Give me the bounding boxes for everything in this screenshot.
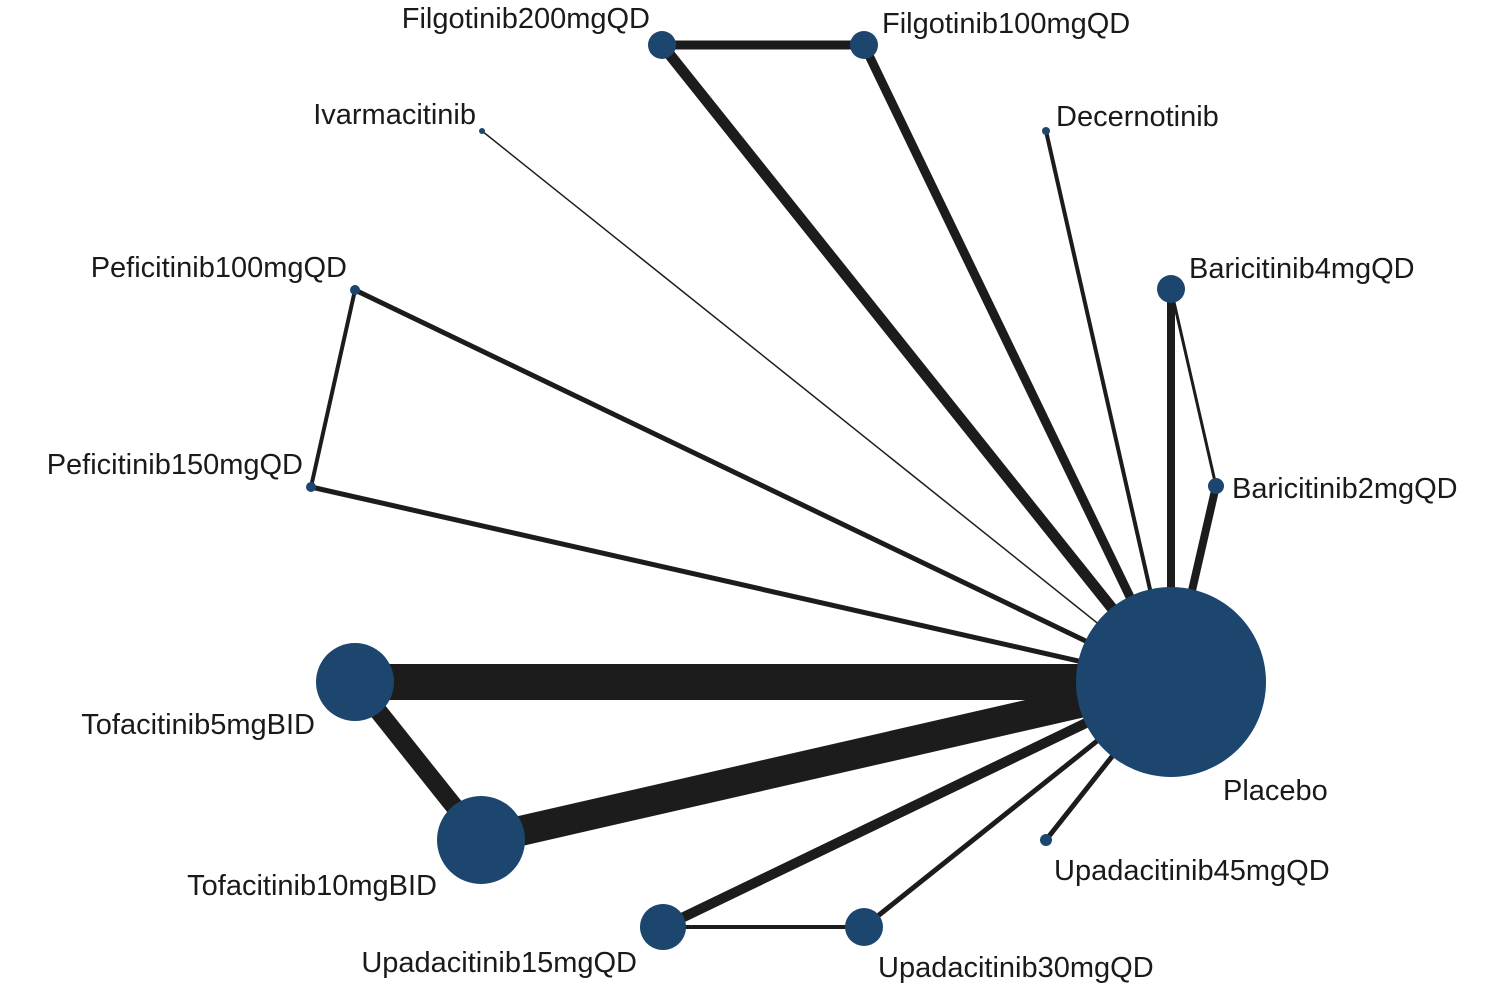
node-label-tofa10: Tofacitinib10mgBID (187, 870, 437, 902)
node-label-tofa5: Tofacitinib5mgBID (81, 709, 315, 741)
edge-tofa10-placebo (477, 667, 1175, 855)
node-bari4 (1157, 275, 1185, 303)
edge-ivar-placebo (481, 130, 1172, 683)
node-label-pef100: Peficitinib100mgQD (91, 252, 347, 284)
edge-pef100-placebo (353, 287, 1173, 685)
node-label-ivar: Ivarmacitinib (313, 99, 476, 131)
node-filg200 (648, 31, 676, 59)
node-layer (306, 31, 1266, 950)
node-tofa10 (437, 796, 525, 884)
node-upa45 (1040, 834, 1052, 846)
node-label-filg200: Filgotinib200mgQD (402, 3, 650, 35)
label-layer: Filgotinib200mgQD Filgotinib100mgQD Ivarma… (47, 3, 1458, 984)
node-label-upa30: Upadacitinib30mgQD (878, 952, 1154, 984)
node-decern (1042, 127, 1050, 135)
node-filg100 (850, 31, 878, 59)
edge-layer (309, 40, 1220, 932)
edge-filg100-placebo (859, 43, 1176, 684)
node-label-upa15: Upadacitinib15mgQD (361, 947, 637, 979)
edge-bari4-bari2 (1169, 288, 1218, 487)
edge-pef150-placebo (310, 484, 1172, 685)
node-upa15 (640, 904, 686, 950)
node-label-placebo: Placebo (1223, 775, 1328, 807)
node-upa30 (845, 908, 883, 946)
node-label-upa45: Upadacitinib45mgQD (1054, 855, 1330, 887)
node-label-filg100: Filgotinib100mgQD (882, 8, 1130, 40)
edge-pef100-pef150 (309, 289, 357, 488)
node-ivar (479, 128, 485, 134)
node-label-bari4: Baricitinib4mgQD (1189, 253, 1415, 285)
node-label-pef150: Peficitinib150mgQD (47, 449, 303, 481)
node-placebo (1076, 587, 1266, 777)
node-pef150 (306, 482, 316, 492)
node-pef100 (350, 285, 360, 295)
node-tofa5 (316, 643, 394, 721)
node-label-bari2: Baricitinib2mgQD (1232, 473, 1458, 505)
node-label-decern: Decernotinib (1056, 101, 1219, 133)
node-bari2 (1208, 478, 1224, 494)
edge-filg200-placebo (657, 41, 1176, 686)
